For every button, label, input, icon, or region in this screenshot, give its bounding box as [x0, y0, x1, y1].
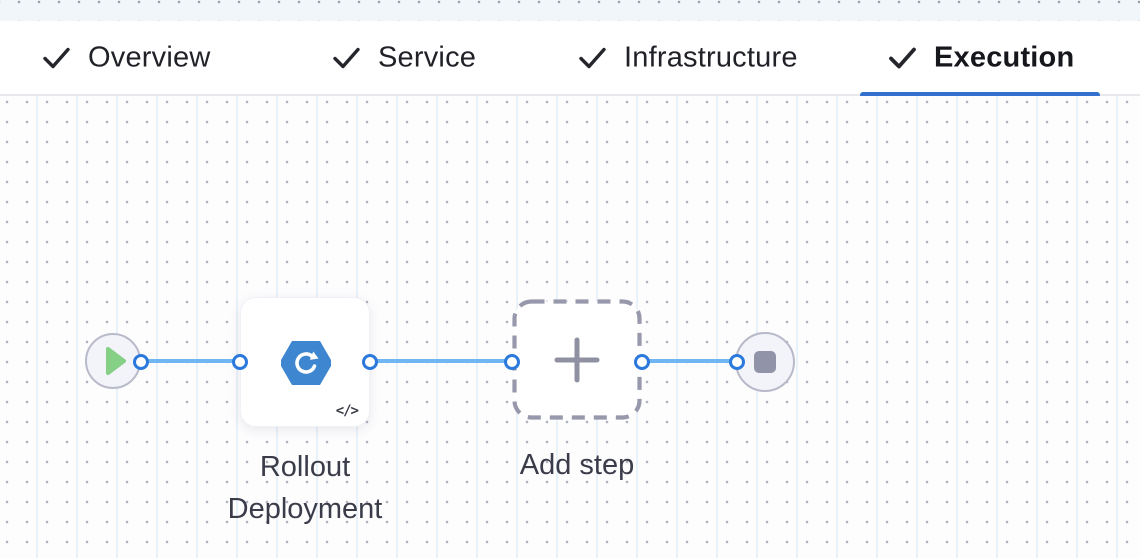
k8s-rollout-icon: [281, 341, 331, 385]
connector-port[interactable]: [133, 353, 149, 370]
pipeline-canvas[interactable]: </> Rollout Deployment Add step: [0, 96, 1140, 558]
code-badge-icon: </>: [335, 403, 359, 419]
connector-line: [370, 359, 512, 363]
check-icon: [889, 47, 916, 68]
tab-service[interactable]: Service: [332, 41, 476, 74]
tab-label: Overview: [88, 41, 211, 73]
check-icon: [43, 47, 70, 68]
stop-icon: [754, 351, 776, 373]
connector-port[interactable]: [504, 353, 520, 370]
canvas-top-strip: [0, 0, 1140, 21]
connector-port[interactable]: [362, 353, 378, 370]
tab-label: Service: [378, 41, 477, 73]
step-card-rollout-deployment[interactable]: </>: [240, 297, 370, 427]
stage-tabbar: Overview Service Infrastructure Executio…: [0, 21, 1140, 98]
end-node[interactable]: [735, 332, 795, 392]
connector-port[interactable]: [634, 353, 650, 370]
step-label: Rollout Deployment: [227, 451, 383, 525]
add-step-node[interactable]: [512, 299, 642, 420]
connector-line: [141, 359, 240, 363]
tab-overview[interactable]: Overview: [42, 41, 210, 74]
connector-port[interactable]: [729, 353, 745, 370]
active-tab-underline: [860, 92, 1100, 98]
tab-infrastructure[interactable]: Infrastructure: [578, 41, 798, 74]
check-icon: [333, 47, 360, 68]
start-node[interactable]: [85, 333, 141, 389]
add-step-label: Add step: [519, 449, 635, 481]
plus-icon: [554, 337, 600, 382]
tab-label: Execution: [934, 41, 1075, 73]
check-icon: [579, 47, 606, 68]
tab-label: Infrastructure: [624, 41, 798, 73]
tab-execution[interactable]: Execution: [888, 41, 1074, 74]
connector-line: [642, 359, 737, 363]
connector-port[interactable]: [232, 353, 248, 370]
play-icon: [105, 347, 126, 375]
